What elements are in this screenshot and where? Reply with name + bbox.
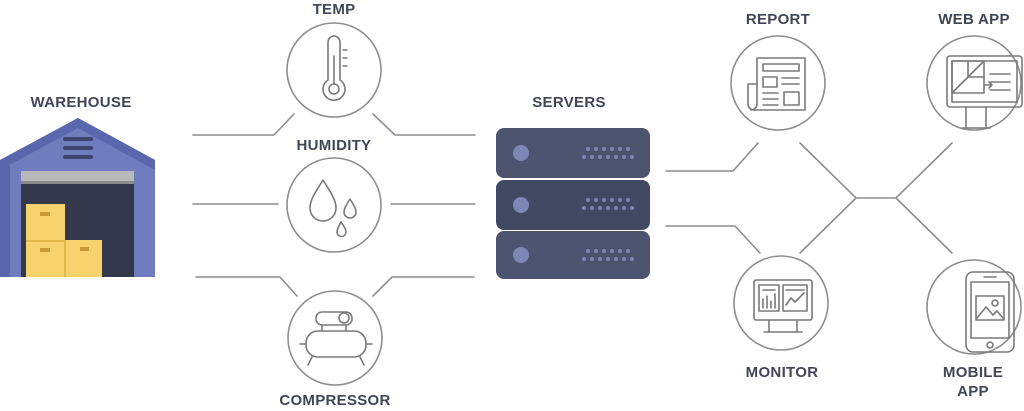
servers-node: SERVERS xyxy=(496,94,650,279)
connector-hub-top xyxy=(799,142,953,199)
connector-warehouse-temp xyxy=(192,113,295,136)
report-node: REPORT xyxy=(730,11,826,131)
warehouse-node: WAREHOUSE xyxy=(0,94,155,277)
compressor-node: COMPRESSOR xyxy=(279,290,390,409)
connector-warehouse-compressor xyxy=(195,276,298,297)
humidity-node: HUMIDITY xyxy=(286,137,382,253)
server-rack-icon xyxy=(496,128,650,279)
monitor-node: MONITOR xyxy=(733,255,829,381)
connector-temp-servers xyxy=(372,113,476,136)
connector-compressor-servers xyxy=(372,276,475,297)
servers-label: SERVERS xyxy=(532,94,606,111)
server-unit-1 xyxy=(496,128,650,178)
connector-servers-report xyxy=(665,142,759,172)
web-app-node: WEB APP xyxy=(926,11,1023,131)
temp-label: TEMP xyxy=(313,1,356,18)
server-unit-2 xyxy=(496,180,650,230)
monitor-label: MONITOR xyxy=(746,364,819,381)
water-drops-icon xyxy=(309,179,357,238)
temp-node: TEMP xyxy=(286,1,382,118)
warehouse-icon xyxy=(0,118,155,277)
monitor-circle xyxy=(733,255,829,351)
web-app-circle xyxy=(926,35,1022,131)
humidity-circle xyxy=(286,157,382,253)
dashboard-monitor-icon xyxy=(753,279,813,333)
connector-lines xyxy=(192,113,953,297)
desktop-monitor-icon xyxy=(946,55,1023,129)
connector-hub-bottom xyxy=(799,197,953,254)
server-unit-3 xyxy=(496,231,650,279)
web-app-label: WEB APP xyxy=(938,11,1010,28)
thermometer-icon xyxy=(322,35,348,101)
compressor-icon xyxy=(299,311,373,366)
connector-servers-monitor xyxy=(665,225,761,254)
mobile-app-label-line2: APP xyxy=(957,383,989,400)
smartphone-icon xyxy=(965,271,1015,353)
newspaper-icon xyxy=(747,57,806,111)
compressor-circle xyxy=(287,290,383,386)
mobile-app-label-line1: MOBILE xyxy=(943,364,1003,381)
report-label: REPORT xyxy=(746,11,810,28)
report-circle xyxy=(730,35,826,131)
mobile-app-node: MOBILE APP xyxy=(926,259,1022,400)
humidity-label: HUMIDITY xyxy=(297,137,372,154)
warehouse-label: WAREHOUSE xyxy=(30,94,131,111)
compressor-label: COMPRESSOR xyxy=(279,392,390,409)
mobile-app-circle xyxy=(926,259,1022,355)
